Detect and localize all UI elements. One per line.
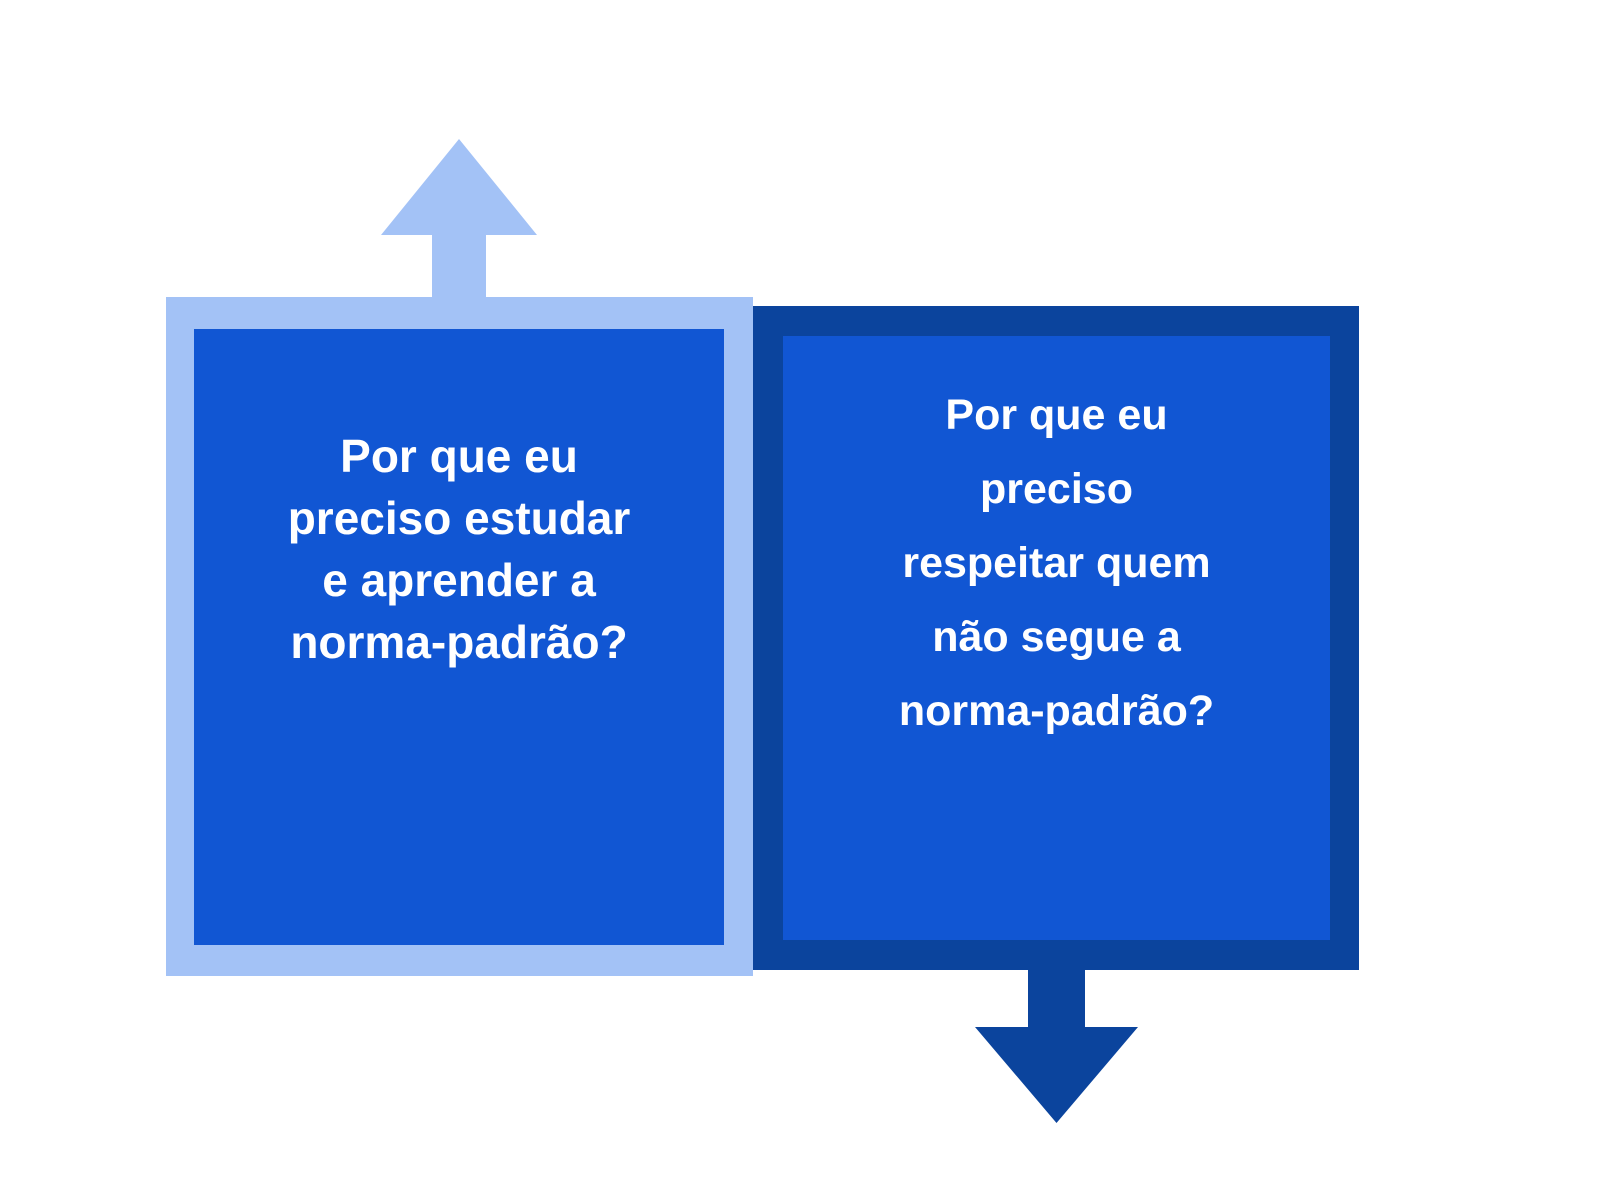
down-arrow-shape — [975, 958, 1138, 1123]
right-question-card-inner: Por que eu preciso respeitar quem não se… — [783, 336, 1330, 940]
right-question-card: Por que eu preciso respeitar quem não se… — [753, 306, 1359, 970]
up-arrow-shape — [381, 139, 537, 300]
left-question-card-inner: Por que eu preciso estudar e aprender a … — [194, 329, 724, 945]
left-question-card: Por que eu preciso estudar e aprender a … — [166, 297, 753, 976]
up-arrow-icon — [381, 139, 537, 300]
right-question-text: Por que eu preciso respeitar quem não se… — [898, 391, 1215, 735]
left-question-text: Por que eu preciso estudar e aprender a … — [287, 430, 631, 668]
down-arrow-icon — [975, 958, 1138, 1123]
